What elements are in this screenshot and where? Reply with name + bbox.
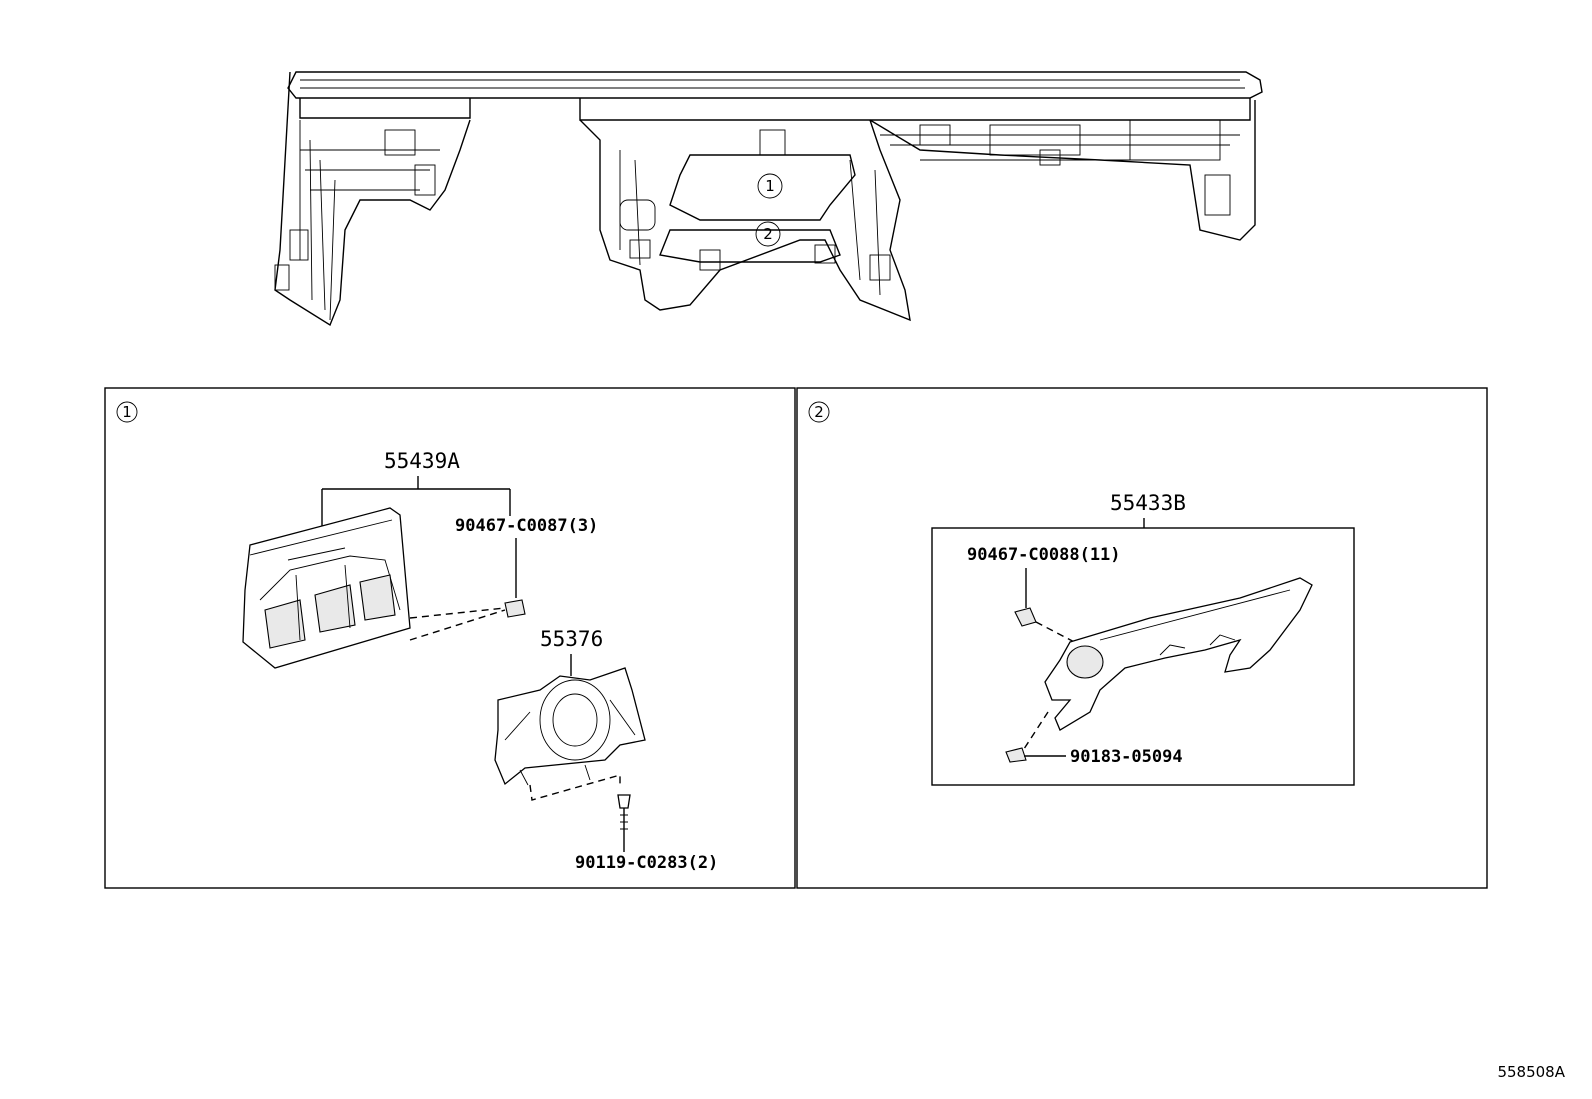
label-55376[interactable]: 55376 [540, 627, 603, 651]
diagram-code: 558508A [1497, 1063, 1565, 1081]
part-bracket-55439A[interactable] [242, 507, 411, 669]
label-90183-05094[interactable]: 90183-05094 [1070, 747, 1183, 767]
label-90119-C0283[interactable]: 90119-C0283(2) [575, 853, 718, 873]
part-clip-90467-C0088[interactable] [1014, 607, 1037, 627]
part-cover-55433B[interactable] [1044, 577, 1313, 731]
part-clip-90467-C0087[interactable] [504, 599, 526, 618]
instrument-panel-overview: 1 2 [274, 71, 1263, 327]
label-55439A[interactable]: 55439A [384, 449, 460, 473]
label-55433B[interactable]: 55433B [1110, 491, 1186, 515]
assembly-55433B-frame [931, 527, 1355, 786]
label-90467-C0087[interactable]: 90467-C0087(3) [455, 516, 598, 536]
label-90467-C0088[interactable]: 90467-C0088(11) [967, 545, 1121, 565]
panel-2-frame [796, 387, 1488, 889]
panel-1-badge-label: 1 [122, 403, 132, 421]
part-screw-90183-05094[interactable] [1005, 747, 1027, 763]
panel-2-badge [808, 401, 830, 423]
part-bolt-90119-C0283[interactable] [617, 794, 631, 838]
overview-callout-2-label: 2 [763, 225, 773, 243]
overview-callout-1[interactable] [757, 173, 783, 199]
panel-1-badge [116, 401, 138, 423]
overview-callout-2[interactable] [755, 221, 781, 247]
part-support-55376[interactable] [494, 667, 646, 786]
panel-1-frame [104, 387, 796, 889]
overview-callout-1-label: 1 [765, 177, 775, 195]
panel-2-badge-label: 2 [814, 403, 824, 421]
detail-panel-2: 2 55433B 90467-C0088(11) 90183-05094 [796, 387, 1488, 889]
detail-panel-1: 1 55439A 90467-C0087(3) 55376 [104, 387, 796, 889]
